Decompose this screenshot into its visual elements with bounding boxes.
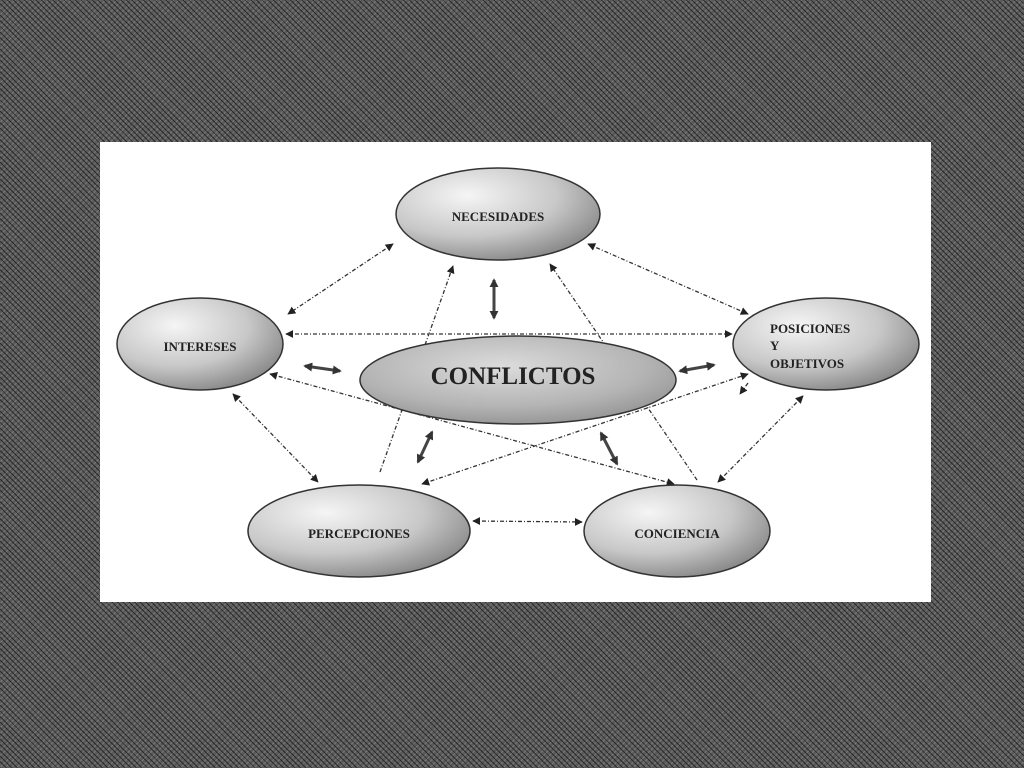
arrow-necesidades-intereses <box>287 243 394 315</box>
arrow-conciencia-to-necesidades <box>549 263 698 481</box>
node-intereses: INTERESES <box>116 297 284 391</box>
node-percepciones-label: PERCEPCIONES <box>308 526 410 541</box>
node-posiciones-label-2: Y <box>770 338 780 353</box>
node-conciencia-label: CONCIENCIA <box>634 526 720 541</box>
node-necesidades-label: NECESIDADES <box>452 209 544 224</box>
bold-arrow-center-intereses <box>303 362 342 375</box>
node-necesidades: NECESIDADES <box>395 167 601 261</box>
node-conflictos-label: CONFLICTOS <box>431 363 596 390</box>
node-conciencia: CONCIENCIA <box>583 484 771 578</box>
node-percepciones: PERCEPCIONES <box>247 484 471 578</box>
bold-arrow-center-percepciones <box>416 430 434 464</box>
bold-arrow-center-conciencia <box>599 431 619 466</box>
node-posiciones-label-3: OBJETIVOS <box>770 356 844 371</box>
bold-arrow-center-posiciones <box>678 361 716 375</box>
node-posiciones-label-1: POSICIONES <box>770 321 850 336</box>
conflict-diagram: NECESIDADES INTERESES POSICIONES Y OBJET… <box>116 167 920 578</box>
arrow-posiciones-tail <box>739 382 749 395</box>
diagram-canvas: NECESIDADES INTERESES POSICIONES Y OBJET… <box>100 142 931 602</box>
arrow-percepciones-to-posiciones <box>421 372 749 486</box>
arrow-necesidades-posiciones <box>587 243 749 315</box>
arrow-percepciones-conciencia <box>472 517 583 526</box>
node-intereses-label: INTERESES <box>164 339 237 354</box>
node-conflictos: CONFLICTOS <box>359 335 677 425</box>
arrow-posiciones-conciencia <box>717 395 804 483</box>
arrow-intereses-percepciones <box>232 393 319 483</box>
node-posiciones: POSICIONES Y OBJETIVOS <box>732 297 920 391</box>
